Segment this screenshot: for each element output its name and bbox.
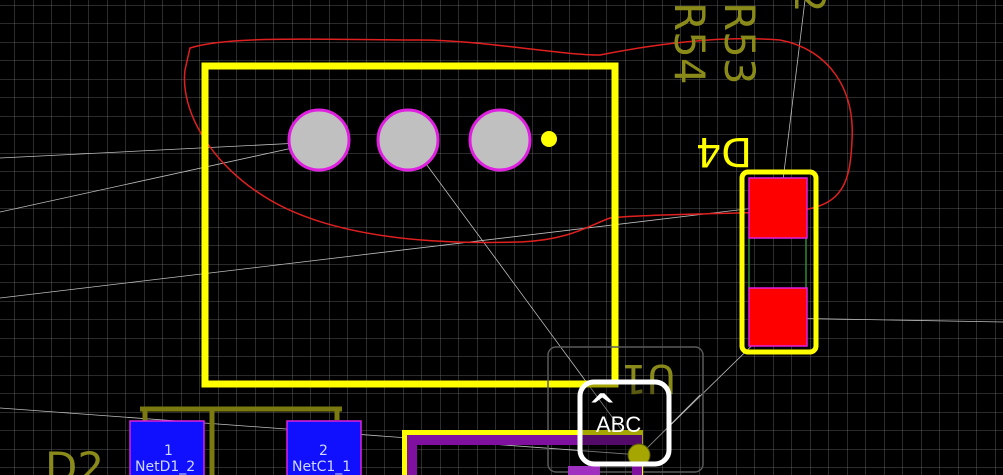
through-hole-pads [287, 108, 557, 172]
smd-pad-left-net: NetD1_2 [135, 459, 195, 475]
smd-pad-right-net: NetC1_1 [292, 459, 351, 475]
d4-pad-top[interactable] [748, 177, 808, 239]
smd-pad-left-body [129, 420, 205, 475]
small-purple-pad [568, 466, 600, 475]
u1-courtyard [547, 346, 704, 473]
d4-pad-bottom[interactable] [748, 287, 808, 347]
text-tool-icon-frame [577, 379, 672, 467]
text-tool-icon-label: ABC [596, 412, 641, 437]
smd-pad-right-body [286, 420, 362, 475]
smd-pad-right[interactable]: 2 NetC1_1 [286, 420, 362, 475]
smd-pad-left[interactable]: 1 NetD1_2 [129, 420, 205, 475]
partial-designator: 2 [785, 0, 834, 13]
smd-pad-right-number: 2 [319, 443, 328, 459]
pin1-marker-dot [541, 131, 557, 147]
r53-designator: R53 [715, 2, 764, 85]
component-outline-main[interactable] [201, 62, 619, 388]
text-tool-icon-caret: ^ [588, 387, 617, 427]
through-hole-pad-1[interactable] [287, 108, 351, 172]
text-tool-icon[interactable]: ^ ABC [577, 379, 672, 467]
d4-outline [739, 169, 819, 355]
smd-pad-left-number: 1 [164, 443, 173, 459]
component-d4[interactable]: D4 [696, 128, 819, 355]
d2-designator: D2 [45, 443, 104, 475]
through-hole-pad-3[interactable] [468, 108, 532, 172]
d4-designator: D4 [696, 128, 752, 174]
through-hole-pad-2[interactable] [376, 108, 440, 172]
selection-outline [183, 37, 853, 244]
r54-designator: R54 [665, 2, 714, 85]
